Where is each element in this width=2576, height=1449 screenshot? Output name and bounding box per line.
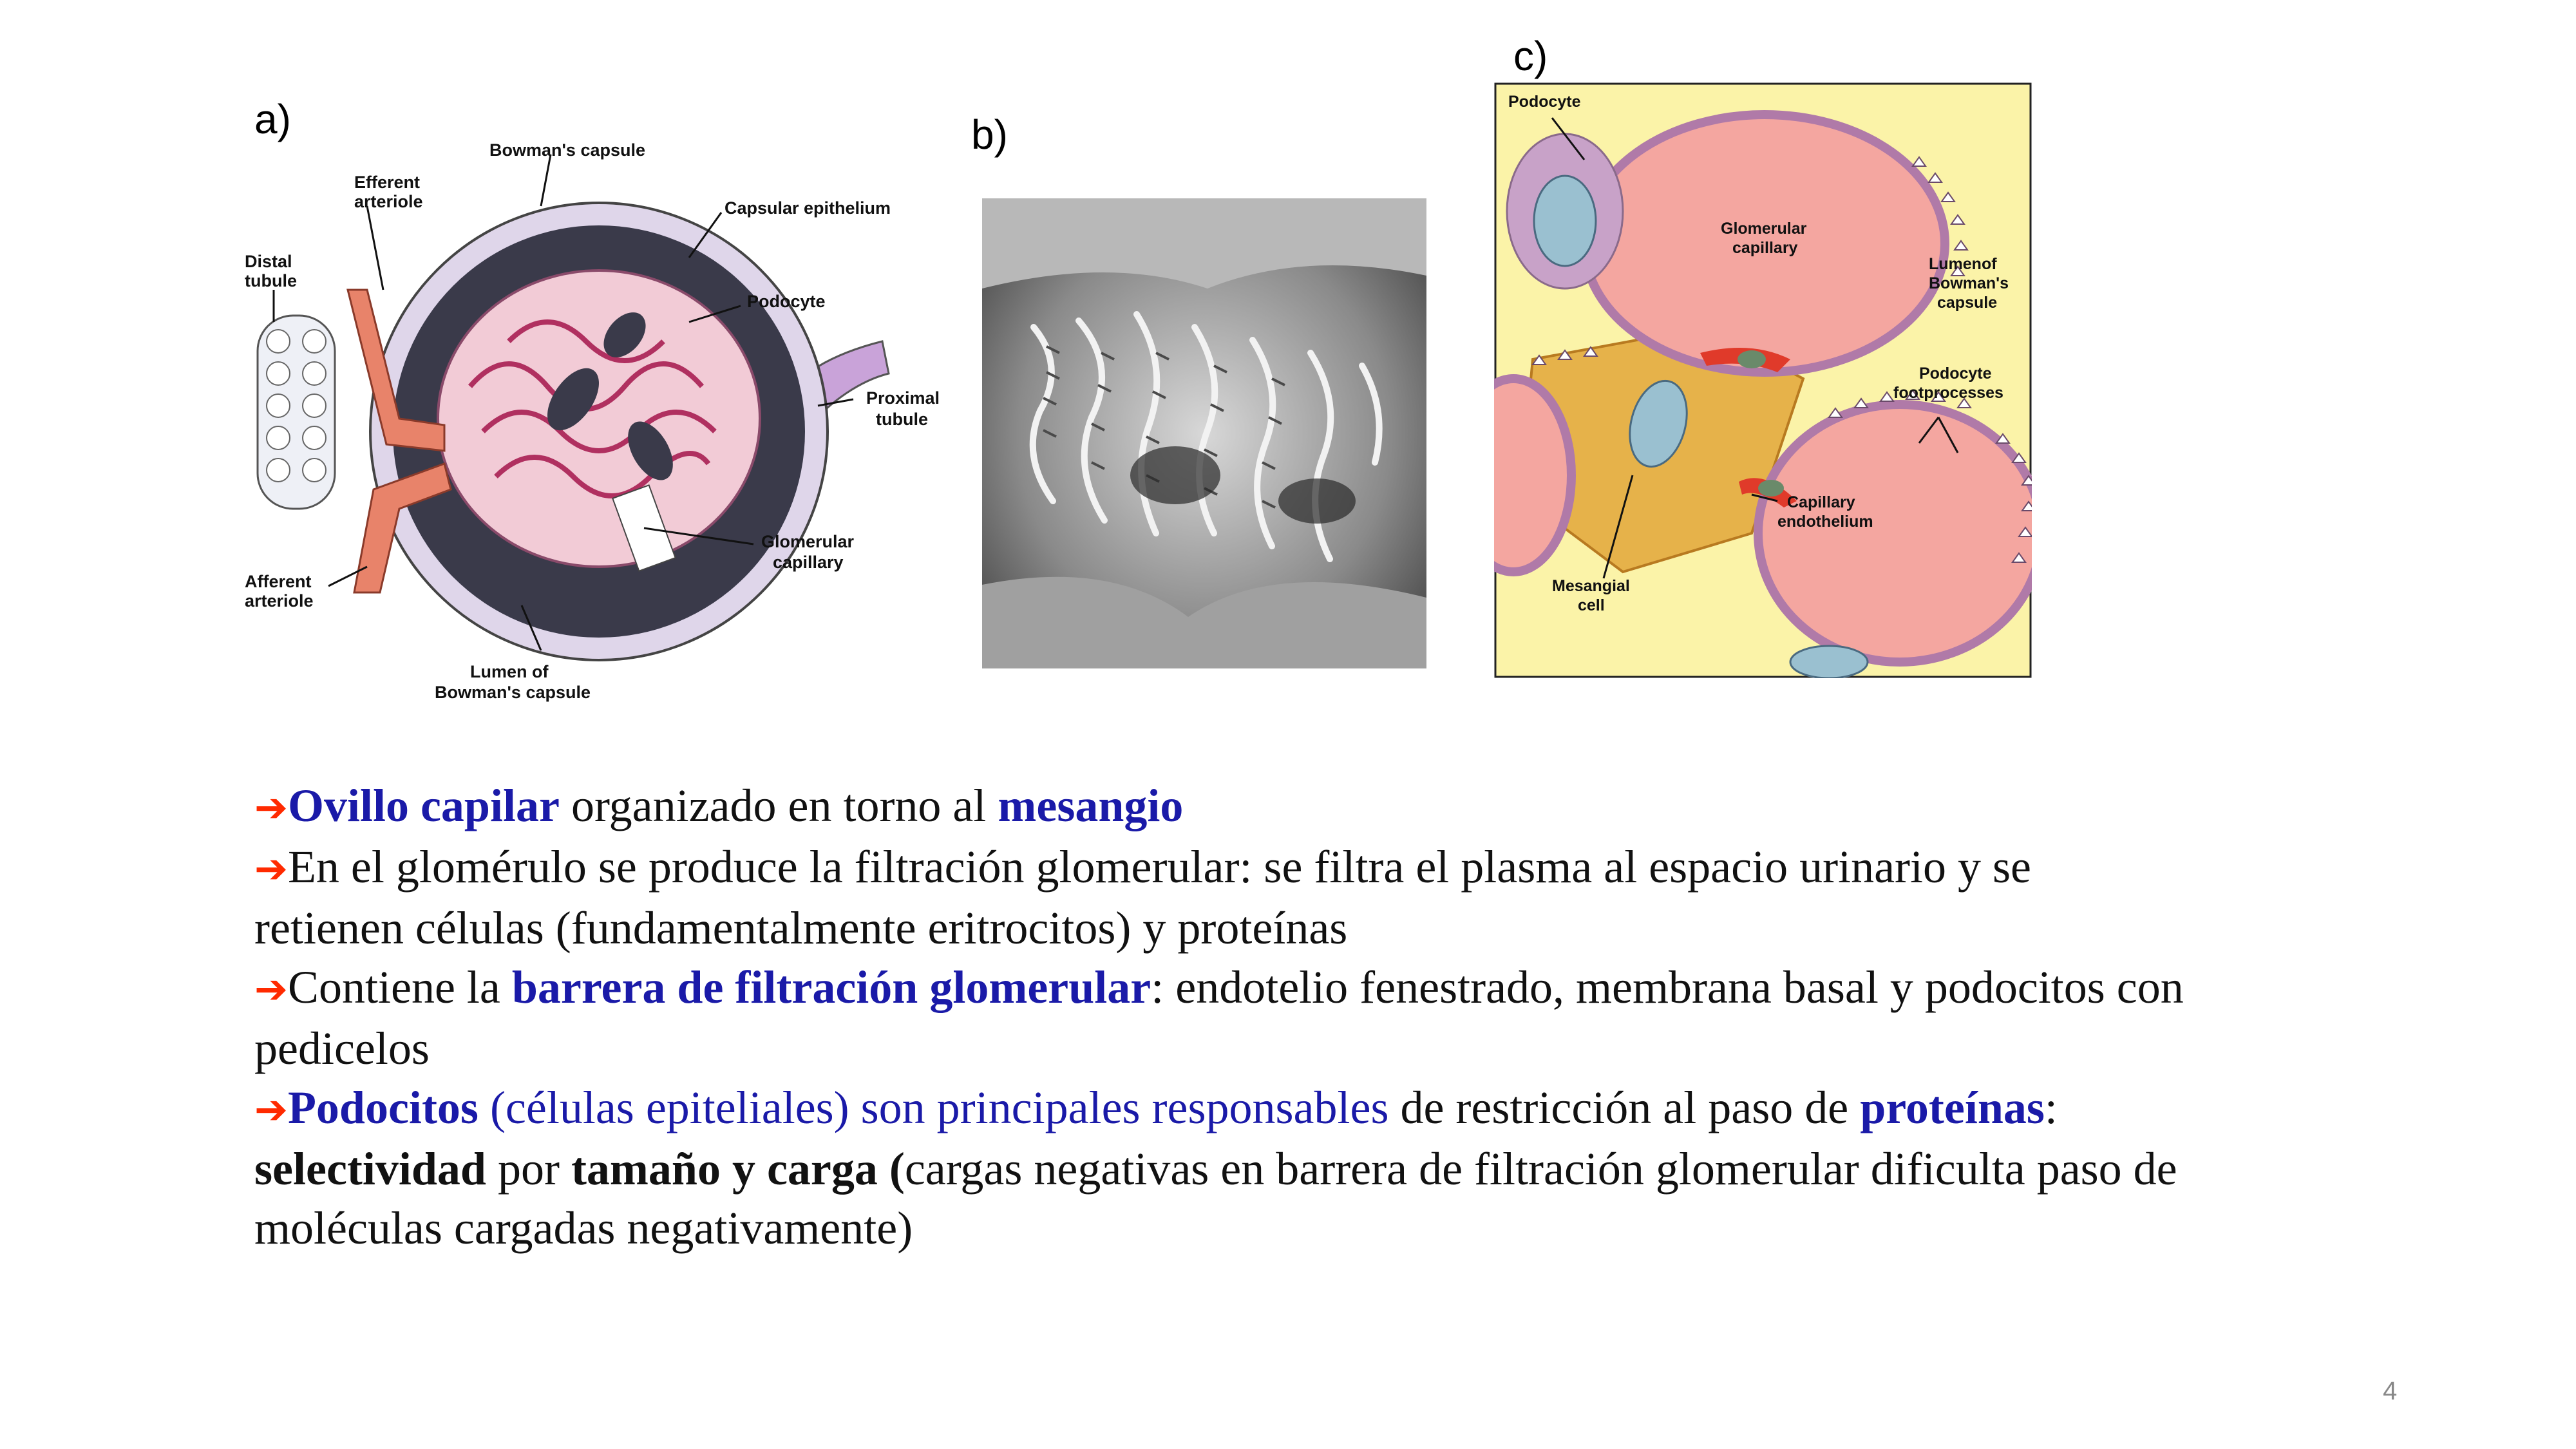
label-capsular-epithelium: Capsular epithelium <box>724 198 891 218</box>
label-c-endothelium-1: Capillary <box>1787 493 1855 511</box>
label-c-foot-2: footprocesses <box>1893 384 2003 402</box>
arrow-icon: ➔ <box>254 965 288 1012</box>
page-number: 4 <box>2383 1377 2397 1406</box>
renal-corpuscle-illustration: Bowman's capsule Efferent arteriole Caps… <box>238 129 953 708</box>
bullet-4-cont: selectividad por tamaño y carga (cargas … <box>254 1139 2380 1198</box>
panel-b-label: b) <box>971 111 1008 158</box>
label-afferent-1: Afferent <box>245 572 312 591</box>
bullet-2-cont: retienen células (fundamentalmente eritr… <box>254 898 2380 958</box>
label-bowmans-capsule: Bowman's capsule <box>489 140 645 160</box>
label-c-mesangial-1: Mesangial <box>1552 577 1630 595</box>
bullet-3-cont: pedicelos <box>254 1019 2380 1078</box>
label-podocyte: Podocyte <box>747 292 826 311</box>
bullet-3: ➔Contiene la barrera de filtración glome… <box>254 958 2380 1019</box>
filtration-barrier-illustration: Podocyte Glomerular capillary Lumenof Bo… <box>1494 82 2032 678</box>
arrow-icon: ➔ <box>254 845 288 892</box>
bullet-4: ➔Podocitos (células epiteliales) son pri… <box>254 1078 2380 1139</box>
label-c-mesangial-2: cell <box>1578 596 1605 614</box>
label-afferent-2: arteriole <box>245 591 314 611</box>
bullet-4-cont-2: moléculas cargadas negativamente) <box>254 1198 2380 1258</box>
label-c-lumen-2: Bowman's <box>1929 274 2009 292</box>
label-c-lumen-3: capsule <box>1937 294 1997 312</box>
label-c-glomerular-2: capillary <box>1732 239 1798 257</box>
distal-tubule <box>258 316 335 509</box>
label-proximal-1: Proximal <box>866 388 940 408</box>
label-glomerular-1: Glomerular <box>761 532 855 551</box>
sem-micrograph <box>982 198 1426 668</box>
label-c-podocyte: Podocyte <box>1508 93 1581 111</box>
bullet-list: ➔Ovillo capilar organizado en torno al m… <box>254 776 2380 1258</box>
bullet-1: ➔Ovillo capilar organizado en torno al m… <box>254 776 2380 837</box>
label-c-lumen-1: Lumenof <box>1929 255 1997 273</box>
label-lumen-2: Bowman's capsule <box>435 683 591 702</box>
arrow-icon: ➔ <box>254 1086 288 1133</box>
arrow-icon: ➔ <box>254 784 288 831</box>
label-proximal-2: tubule <box>876 410 928 429</box>
label-c-glomerular-1: Glomerular <box>1721 220 1807 238</box>
label-c-foot-1: Podocyte <box>1919 365 1992 383</box>
panel-c-label: c) <box>1513 32 1548 80</box>
label-lumen-1: Lumen of <box>470 662 549 681</box>
label-distal-2: tubule <box>245 271 297 290</box>
bullet-2: ➔En el glomérulo se produce la filtració… <box>254 837 2380 898</box>
label-distal-1: Distal <box>245 252 292 271</box>
label-glomerular-2: capillary <box>773 553 844 572</box>
label-efferent-1: Efferent <box>354 173 420 192</box>
label-efferent-2: arteriole <box>354 192 423 211</box>
label-c-endothelium-2: endothelium <box>1777 513 1873 531</box>
